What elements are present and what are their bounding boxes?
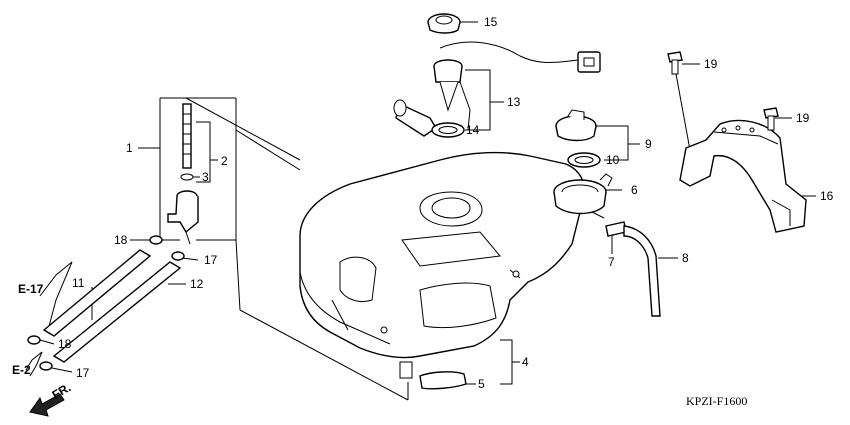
callout-18a: 18 (114, 233, 128, 247)
callout-16: 16 (820, 189, 834, 203)
callout-8: 8 (682, 251, 689, 265)
callout-3: 3 (202, 170, 209, 184)
callout-5: 5 (478, 377, 485, 391)
callout-17a: 17 (204, 253, 218, 267)
callouts: 1 2 3 4 5 6 7 8 9 10 11 12 13 14 15 16 1… (58, 15, 834, 391)
fuel-filler-cap (555, 109, 597, 142)
fuel-pump-unit (393, 41, 601, 137)
fuel-cock (167, 103, 199, 245)
forward-arrow (29, 393, 65, 417)
callout-13: 13 (507, 95, 521, 109)
drain-joint (605, 221, 627, 237)
callout-15: 15 (484, 15, 498, 29)
reference-e17: E-17 (18, 282, 44, 296)
stand-bolt-lower (763, 107, 779, 131)
fuel-tank (299, 151, 586, 379)
filler-neck (553, 173, 613, 219)
fuel-hose-11 (42, 249, 152, 337)
pump-cap (427, 13, 461, 34)
callout-9: 9 (645, 137, 652, 151)
callout-19b: 19 (796, 111, 810, 125)
callout-6: 6 (631, 183, 638, 197)
callout-17b: 17 (76, 366, 90, 380)
mounting-rubber (419, 371, 467, 390)
callout-7: 7 (608, 255, 615, 269)
callout-19a: 19 (704, 57, 718, 71)
fuel-hose-12 (52, 261, 182, 363)
callout-12: 12 (190, 277, 204, 291)
reference-e2: E-2 (12, 363, 31, 377)
callout-18b: 18 (58, 337, 72, 351)
tank-stand (679, 119, 807, 233)
callout-4: 4 (522, 355, 529, 369)
callout-11: 11 (72, 276, 85, 290)
leader-lines (25, 21, 816, 401)
cap-gasket (567, 152, 601, 168)
callout-10: 10 (606, 153, 620, 167)
stand-bolt-upper (667, 51, 683, 75)
pump-packing (431, 122, 465, 138)
diagram-code: KPZI-F1600 (686, 394, 747, 408)
callout-1: 1 (126, 141, 133, 155)
callout-2: 2 (221, 154, 228, 168)
drain-tube (623, 225, 661, 317)
hose-clips (27, 235, 185, 371)
callout-14: 14 (466, 123, 480, 137)
